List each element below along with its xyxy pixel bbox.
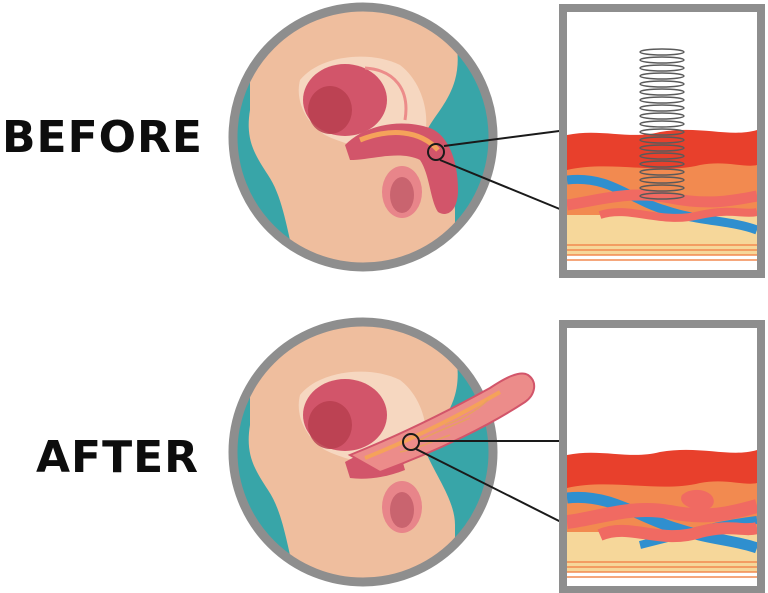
before-box-frame [559,4,765,278]
after-tissue-box [559,320,765,593]
before-ureter [364,66,408,121]
after-connector-bottom [415,448,568,526]
before-circle-frame [228,2,498,272]
before-spring-coil-icon [639,48,685,200]
before-vessel-pink-a [567,189,757,211]
after-vessel-pink-b [597,522,757,543]
before-testis-inner [390,177,414,213]
before-vessel-pink-b [598,207,757,222]
after-rectum [308,401,352,449]
before-vessel-blue [567,174,757,235]
after-box-frame [559,320,765,593]
after-circle-frame [228,317,498,587]
after-tissue-stripes [567,561,757,578]
before-connector-top [443,129,568,147]
before-circle [228,2,498,272]
after-label: AFTER [36,432,200,483]
after-testis-inner [390,492,414,528]
before-tissue-box [559,4,765,278]
before-magnifier-ring-icon [427,143,445,161]
after-vessel-blue-a [567,491,757,554]
after-circle [228,317,536,587]
before-rectum [308,86,352,134]
after-shaft-veins [399,399,489,453]
before-label: BEFORE [2,112,203,163]
before-connector-bottom [439,159,568,213]
after-vessel-pink-c [681,489,714,511]
after-shaft-highlight [364,390,502,460]
before-tissue-stripes [567,244,757,261]
after-vessel-pink-a [567,499,757,529]
